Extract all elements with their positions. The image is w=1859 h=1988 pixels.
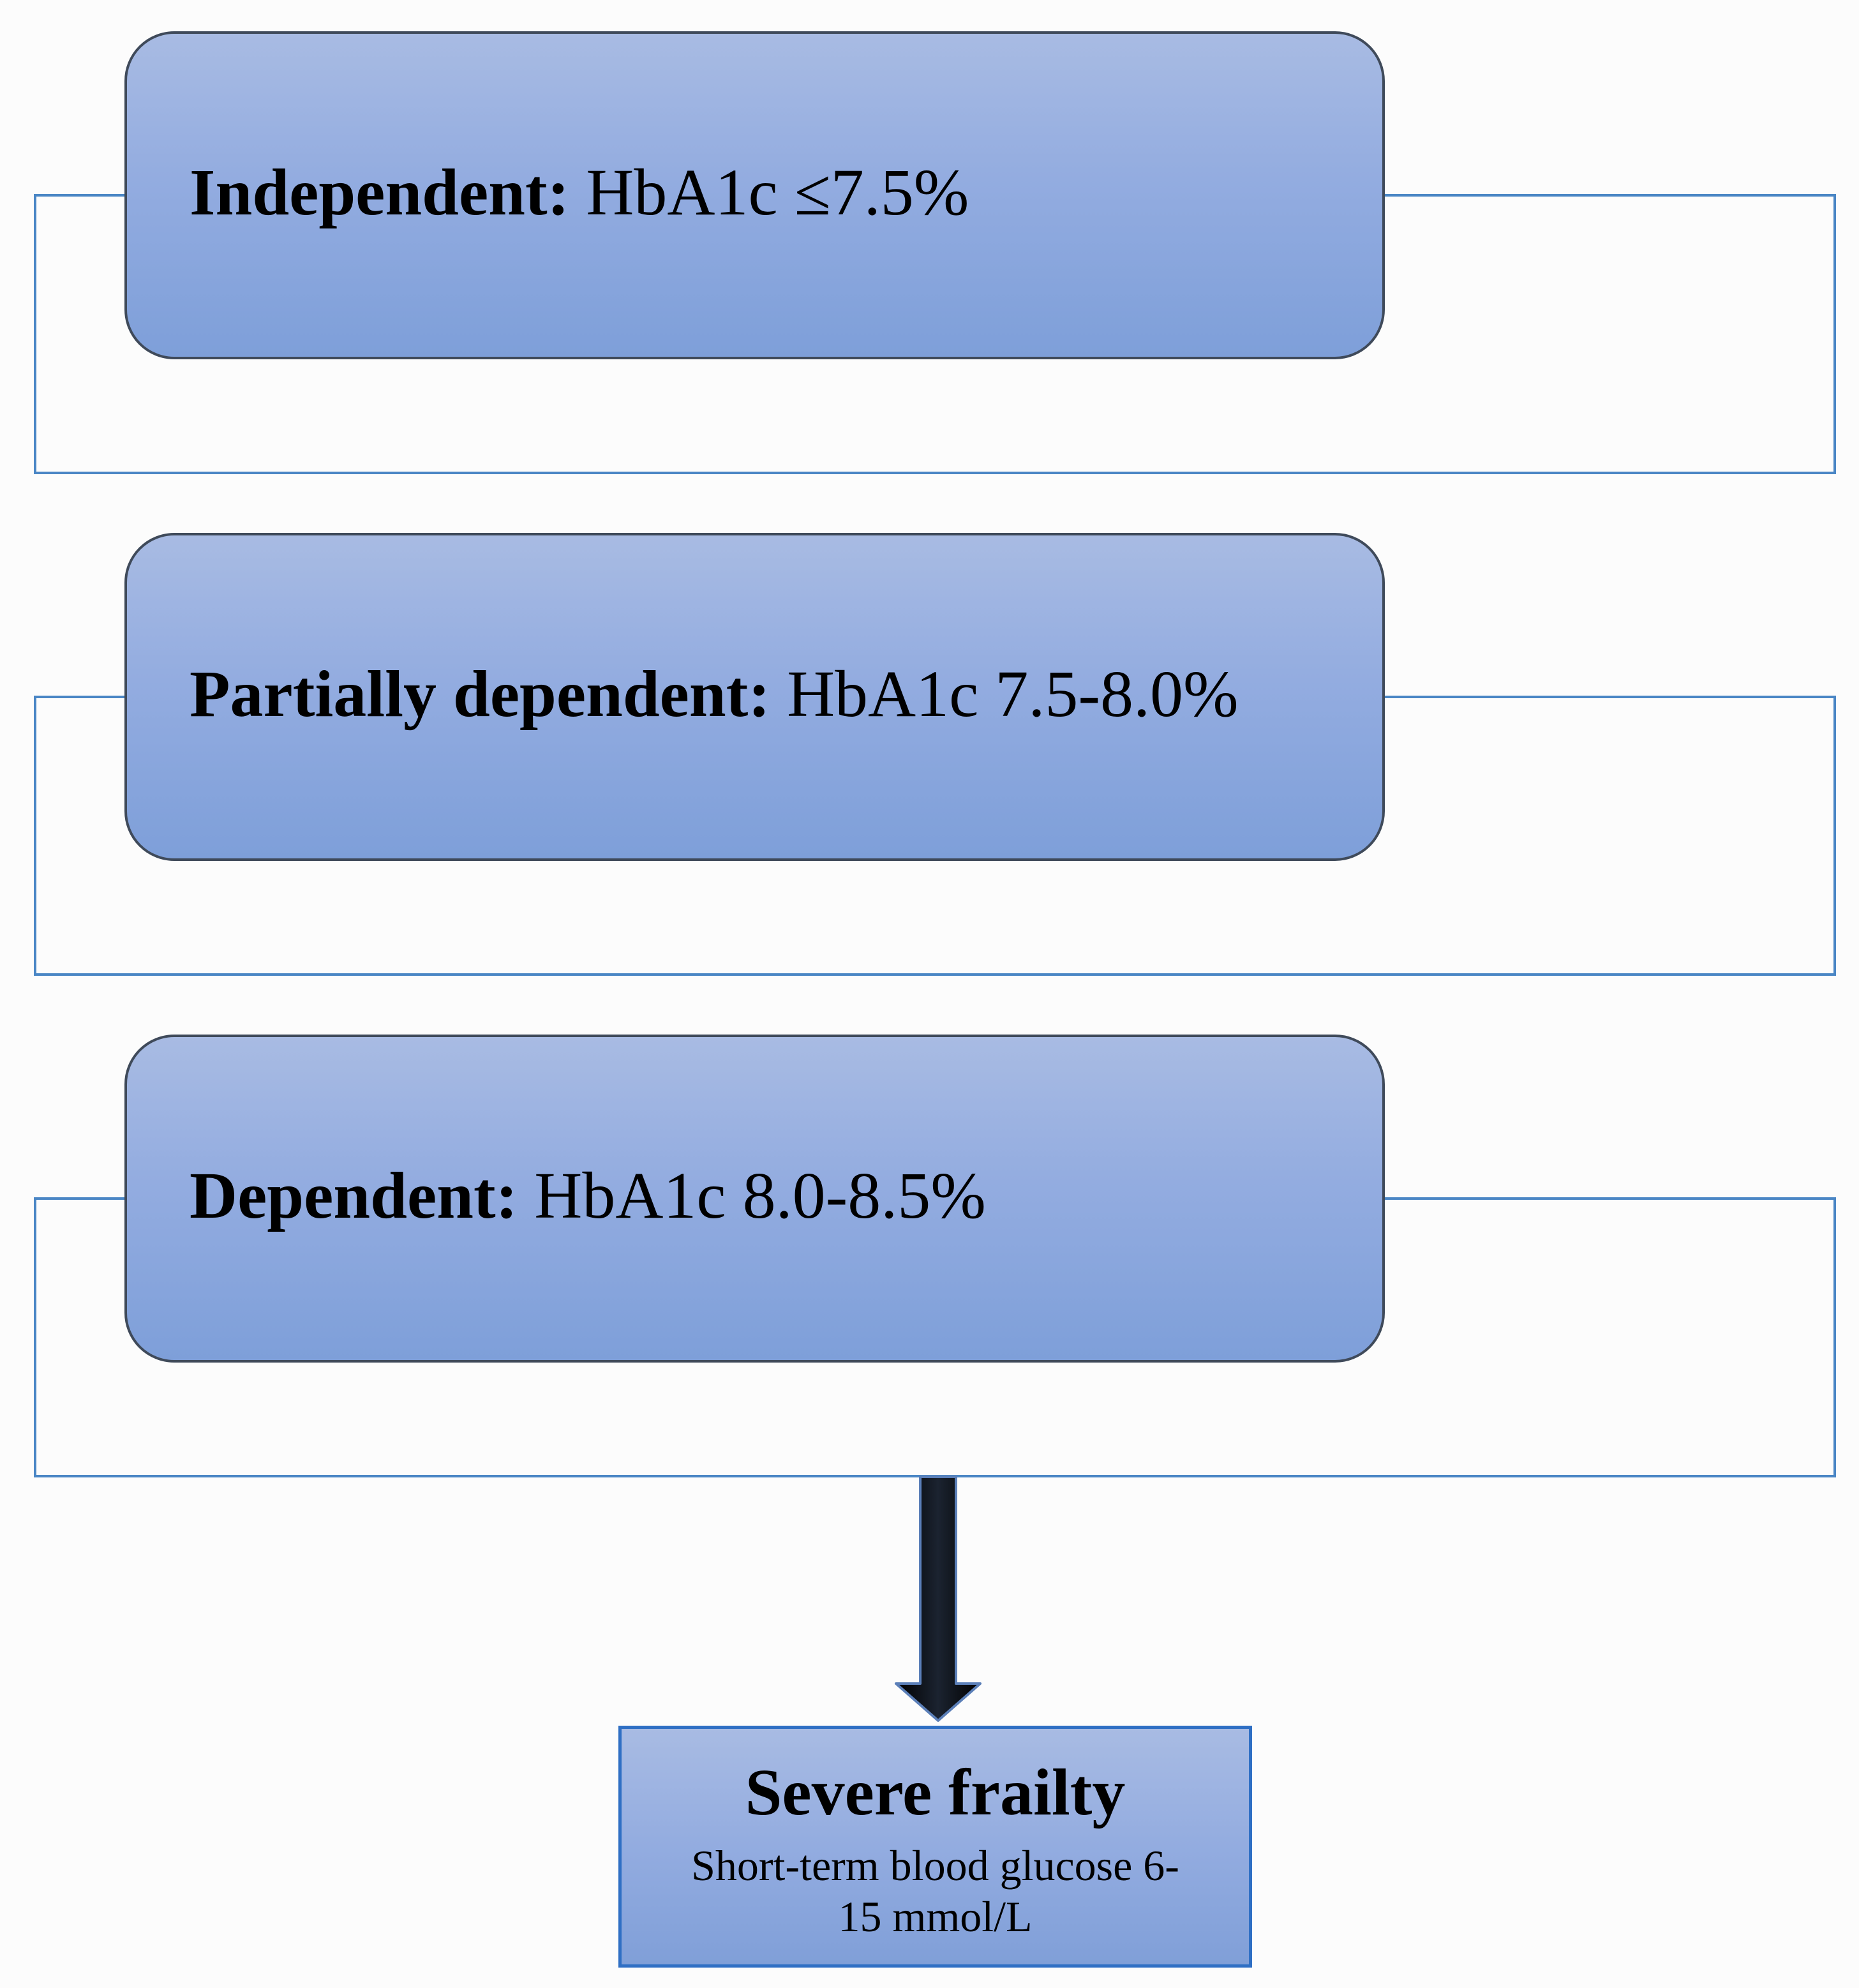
outcome-title: Severe frailty bbox=[745, 1756, 1126, 1829]
tier-value: HbA1c 8.0-8.5% bbox=[534, 1158, 986, 1232]
outcome-box-severe-frailty: Severe frailty Short-term blood glucose … bbox=[618, 1726, 1252, 1968]
outcome-line-2: 15 mmol/L bbox=[838, 1892, 1033, 1941]
tier-text-independent: Independent: HbA1c ≤7.5% bbox=[190, 27, 969, 357]
tier-text-dependent: Dependent: HbA1c 8.0-8.5% bbox=[190, 1031, 986, 1360]
tier-value: HbA1c 7.5-8.0% bbox=[786, 657, 1239, 731]
tier-label: Dependent: bbox=[190, 1158, 518, 1232]
tier-label: Independent: bbox=[190, 155, 570, 229]
down-arrow-icon bbox=[895, 1476, 982, 1722]
tier-box-dependent: Dependent: HbA1c 8.0-8.5% bbox=[124, 1035, 1385, 1363]
tier-box-independent: Independent: HbA1c ≤7.5% bbox=[124, 31, 1385, 359]
tier-value: HbA1c ≤7.5% bbox=[586, 155, 969, 229]
tier-text-partially-dependent: Partially dependent: HbA1c 7.5-8.0% bbox=[190, 529, 1239, 858]
tier-box-partially-dependent: Partially dependent: HbA1c 7.5-8.0% bbox=[124, 533, 1385, 861]
outcome-line-1: Short-term blood glucose 6- bbox=[691, 1841, 1179, 1890]
tier-label: Partially dependent: bbox=[190, 657, 770, 731]
outcome-description: Short-term blood glucose 6- 15 mmol/L bbox=[648, 1840, 1223, 1942]
